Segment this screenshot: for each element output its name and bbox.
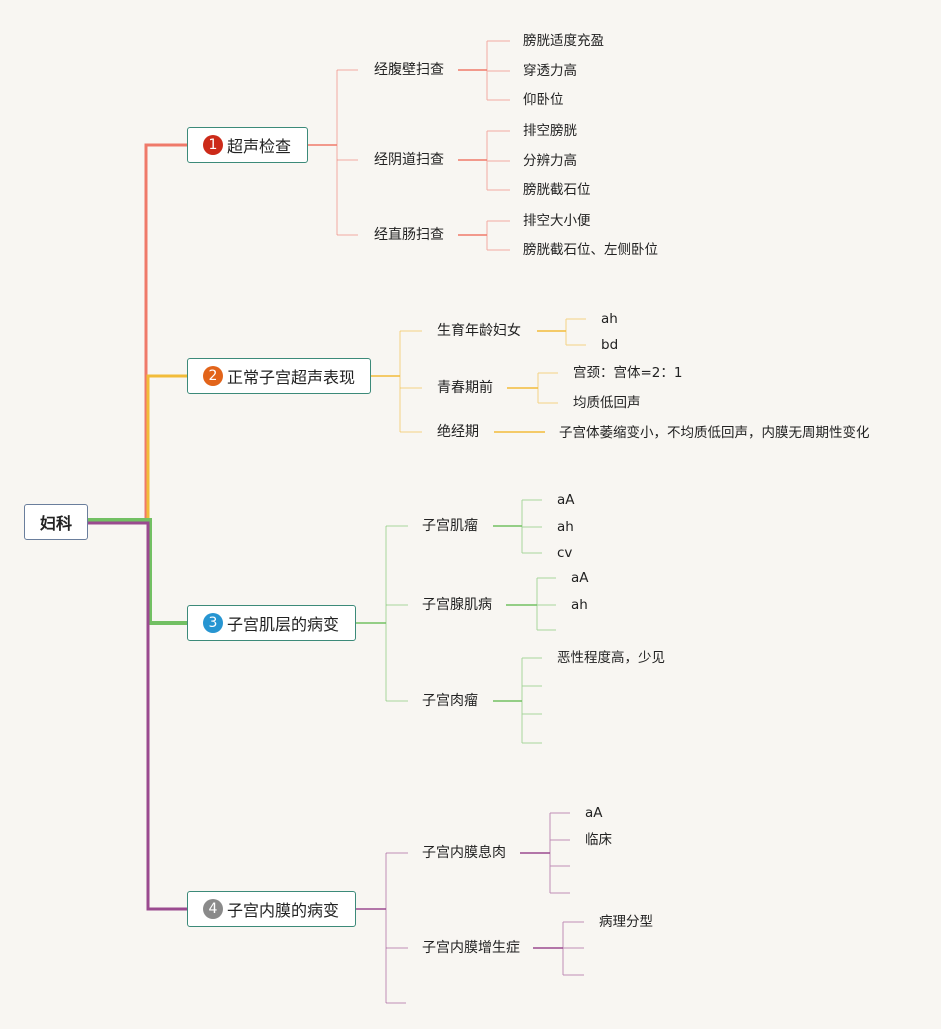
leaf-1-1-3[interactable]: 仰卧位 (523, 92, 564, 108)
subtopic-3-2[interactable]: 子宫腺肌病 (422, 597, 492, 613)
leaf-2-1-2[interactable]: bd (601, 337, 619, 353)
root-node[interactable]: 妇科 (24, 504, 88, 540)
branch-3-connectors (356, 499, 556, 744)
branch-4-connectors (356, 812, 584, 1004)
leaf-3-2-2[interactable]: ah (571, 597, 588, 613)
leaf-4-1-2[interactable]: 临床 (585, 832, 612, 848)
leaf-3-3-1[interactable]: 恶性程度高，少见 (557, 650, 665, 666)
subtopic-4-2[interactable]: 子宫内膜增生症 (422, 940, 520, 956)
leaf-1-1-2[interactable]: 穿透力高 (523, 63, 577, 79)
leaf-2-1-1[interactable]: ah (601, 311, 618, 327)
leaf-1-3-2[interactable]: 膀胱截石位、左侧卧位 (523, 242, 658, 258)
subtopic-2-3[interactable]: 绝经期 (437, 424, 479, 440)
leaf-2-3-1[interactable]: 子宫体萎缩变小，不均质低回声，内膜无周期性变化 (559, 425, 870, 441)
root-label: 妇科 (39, 514, 72, 533)
subtopic-4-1[interactable]: 子宫内膜息肉 (422, 845, 506, 861)
leaf-2-2-2[interactable]: 均质低回声 (573, 395, 641, 411)
number-badge-2: 2 (203, 366, 223, 386)
branch-node-1[interactable]: 1 超声检查 (187, 127, 308, 163)
number-badge-3: 3 (203, 613, 223, 633)
leaf-3-1-2[interactable]: ah (557, 519, 574, 535)
subtopic-2-2[interactable]: 青春期前 (437, 380, 493, 396)
subtopic-1-2[interactable]: 经阴道扫查 (374, 152, 444, 168)
trunk-line-2 (88, 374, 187, 522)
leaf-3-1-3[interactable]: cv (557, 545, 573, 561)
trunk-line-3 (88, 518, 187, 625)
leaf-3-1-1[interactable]: aA (557, 492, 575, 508)
subtopic-3-3[interactable]: 子宫肉瘤 (422, 693, 478, 709)
branch-2-connectors (371, 318, 586, 433)
branch-label-3: 子宫肌层的病变 (227, 615, 340, 634)
branch-node-4[interactable]: 4 子宫内膜的病变 (187, 891, 356, 927)
subtopic-2-1[interactable]: 生育年龄妇女 (437, 323, 521, 339)
subtopic-3-1[interactable]: 子宫肌瘤 (422, 518, 478, 534)
leaf-4-1-1[interactable]: aA (585, 805, 603, 821)
leaf-3-2-1[interactable]: aA (571, 570, 589, 586)
leaf-1-2-2[interactable]: 分辨力高 (523, 153, 577, 169)
trunk-line-1 (88, 143, 187, 522)
trunk-line-4 (88, 521, 187, 911)
leaf-2-2-1[interactable]: 宫颈：宫体=2：1 (573, 365, 683, 381)
branch-label-4: 子宫内膜的病变 (227, 901, 340, 920)
leaf-1-3-1[interactable]: 排空大小便 (523, 213, 591, 229)
number-badge-4: 4 (203, 899, 223, 919)
branch-label-1: 超声检查 (227, 137, 292, 156)
number-badge-1: 1 (203, 135, 223, 155)
branch-1-connectors (308, 40, 510, 251)
branch-node-3[interactable]: 3 子宫肌层的病变 (187, 605, 356, 641)
leaf-1-2-3[interactable]: 膀胱截石位 (523, 182, 591, 198)
branch-label-2: 正常子宫超声表现 (227, 368, 356, 387)
subtopic-1-1[interactable]: 经腹壁扫查 (374, 62, 444, 78)
leaf-1-1-1[interactable]: 膀胱适度充盈 (523, 33, 604, 49)
branch-node-2[interactable]: 2 正常子宫超声表现 (187, 358, 371, 394)
subtopic-1-3[interactable]: 经直肠扫查 (374, 227, 444, 243)
leaf-4-2-1[interactable]: 病理分型 (599, 914, 653, 930)
leaf-1-2-1[interactable]: 排空膀胱 (523, 123, 577, 139)
